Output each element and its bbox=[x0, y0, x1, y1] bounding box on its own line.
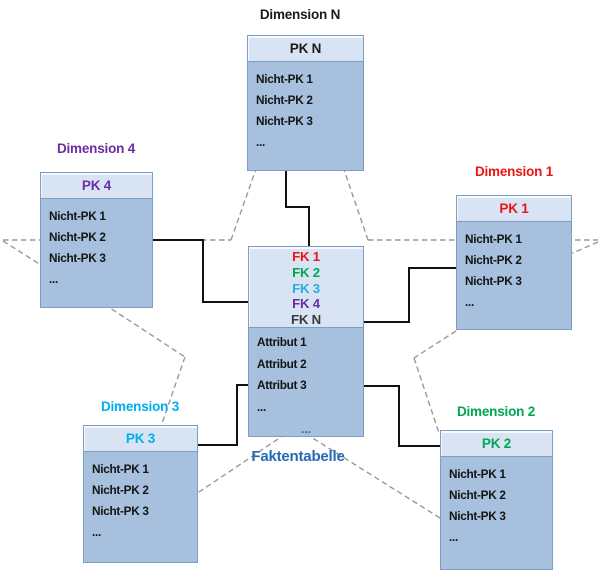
table-row: Nicht-PK 2 bbox=[92, 483, 149, 497]
table-row: Nicht-PK 3 bbox=[49, 251, 106, 265]
dimension-1-title: Dimension 1 bbox=[474, 164, 554, 179]
table-rows: Nicht-PK 1 Nicht-PK 2 Nicht-PK 3 ... bbox=[41, 199, 152, 290]
table-row: Nicht-PK 2 bbox=[256, 93, 313, 107]
fk-row: FK 1 bbox=[292, 249, 320, 264]
fact-table-attributes: Attribut 1 Attribut 2 Attribut 3 ... bbox=[249, 328, 363, 418]
table-row: ... bbox=[256, 135, 265, 149]
table-header: PK 4 bbox=[41, 173, 152, 199]
table-row: Nicht-PK 1 bbox=[256, 72, 313, 86]
table-row: Nicht-PK 3 bbox=[92, 504, 149, 518]
fact-table-label: Faktentabelle bbox=[251, 448, 345, 465]
dimension-n-title: Dimension N bbox=[259, 7, 341, 22]
table-row: Attribut 1 bbox=[257, 335, 307, 349]
table-header: PK 3 bbox=[84, 426, 197, 452]
table-row: Nicht-PK 2 bbox=[49, 230, 106, 244]
table-row: Nicht-PK 3 bbox=[449, 509, 506, 523]
dimension-4-table: PK 4 Nicht-PK 1 Nicht-PK 2 Nicht-PK 3 ..… bbox=[40, 172, 153, 308]
table-row: Attribut 3 bbox=[257, 378, 307, 392]
table-header: PK 2 bbox=[441, 431, 552, 457]
table-row: ... bbox=[449, 530, 458, 544]
table-row: Nicht-PK 2 bbox=[449, 488, 506, 502]
fact-table: FK 1 FK 2 FK 3 FK 4 FK N Attribut 1 Attr… bbox=[248, 246, 364, 437]
fk-row: FK 3 bbox=[292, 280, 320, 296]
dimension-4-title: Dimension 4 bbox=[56, 141, 136, 156]
table-row: ... bbox=[257, 399, 266, 414]
table-row: ... bbox=[465, 295, 474, 309]
dimension-n-table: PK N Nicht-PK 1 Nicht-PK 2 Nicht-PK 3 ..… bbox=[247, 35, 364, 171]
fact-table-fk-header: FK 1 FK 2 FK 3 FK 4 FK N bbox=[249, 247, 363, 328]
fk-row: FK 2 bbox=[292, 264, 320, 280]
fact-table-more-dots: ... bbox=[300, 422, 311, 436]
dimension-2-table: PK 2 Nicht-PK 1 Nicht-PK 2 Nicht-PK 3 ..… bbox=[440, 430, 553, 570]
fk-row: FK 4 bbox=[292, 296, 320, 312]
table-row: Nicht-PK 1 bbox=[92, 462, 149, 476]
dimension-2-title: Dimension 2 bbox=[456, 404, 536, 419]
table-row: Nicht-PK 1 bbox=[465, 232, 522, 246]
table-row: Attribut 2 bbox=[257, 356, 307, 371]
table-row: ... bbox=[92, 525, 101, 539]
table-row: Nicht-PK 2 bbox=[465, 253, 522, 267]
table-row: Nicht-PK 1 bbox=[49, 209, 106, 223]
fact-dimension-connectors bbox=[151, 171, 457, 447]
dimension-3-title: Dimension 3 bbox=[100, 399, 180, 414]
table-row: Nicht-PK 1 bbox=[449, 467, 506, 481]
table-row: Nicht-PK 3 bbox=[465, 274, 522, 288]
table-row: Nicht-PK 3 bbox=[256, 114, 313, 128]
table-rows: Nicht-PK 1 Nicht-PK 2 Nicht-PK 3 ... bbox=[457, 222, 571, 313]
table-rows: Nicht-PK 1 Nicht-PK 2 Nicht-PK 3 ... bbox=[248, 62, 363, 153]
table-header: PK N bbox=[248, 36, 363, 62]
dimension-1-table: PK 1 Nicht-PK 1 Nicht-PK 2 Nicht-PK 3 ..… bbox=[456, 195, 572, 330]
fk-row: FK N bbox=[291, 312, 321, 328]
table-rows: Nicht-PK 1 Nicht-PK 2 Nicht-PK 3 ... bbox=[441, 457, 552, 548]
table-row: ... bbox=[49, 272, 58, 286]
table-rows: Nicht-PK 1 Nicht-PK 2 Nicht-PK 3 ... bbox=[84, 452, 197, 543]
dimension-3-table: PK 3 Nicht-PK 1 Nicht-PK 2 Nicht-PK 3 ..… bbox=[83, 425, 198, 563]
table-header: PK 1 bbox=[457, 196, 571, 222]
